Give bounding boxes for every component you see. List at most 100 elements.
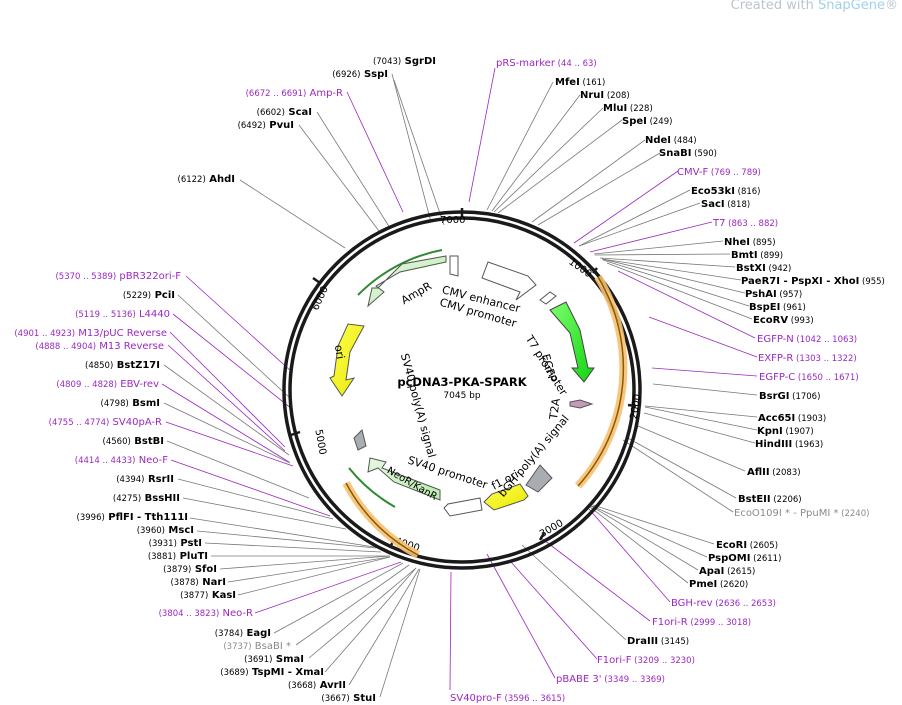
snapgene-watermark: Created with SnapGene® bbox=[731, 0, 898, 13]
map-label-msci[interactable]: (3960) MscI bbox=[137, 525, 194, 536]
map-label-draiii[interactable]: DraIII (3145) bbox=[627, 636, 689, 647]
map-label-m13-puc-reverse[interactable]: (4901 .. 4923) M13/pUC Reverse bbox=[14, 328, 167, 339]
map-label-pluti[interactable]: (3881) PluTI bbox=[148, 551, 208, 562]
map-label-eco53ki[interactable]: Eco53kI (816) bbox=[691, 186, 760, 197]
map-label-pspomi[interactable]: PspOMI (2611) bbox=[708, 553, 781, 564]
map-label-eagi[interactable]: (3784) EagI bbox=[215, 628, 271, 639]
sv40-promoter-arrow bbox=[443, 497, 483, 517]
map-label-acc65i[interactable]: Acc65I (1903) bbox=[758, 413, 826, 424]
egfp-arrow bbox=[549, 301, 595, 383]
map-label-ndei[interactable]: NdeI (484) bbox=[645, 135, 697, 146]
map-label-nhei[interactable]: NheI (895) bbox=[724, 237, 776, 248]
map-label-ebv-rev[interactable]: (4809 .. 4828) EBV-rev bbox=[56, 379, 159, 390]
map-label-sfoi[interactable]: (3879) SfoI bbox=[163, 564, 217, 575]
map-label-ecori[interactable]: EcoRI (2605) bbox=[716, 540, 778, 551]
ori-arrow bbox=[329, 323, 365, 397]
map-label-rsrii[interactable]: (4394) RsrII bbox=[116, 474, 174, 485]
map-label-bsshii[interactable]: (4275) BssHII bbox=[113, 493, 180, 504]
map-label-aflii[interactable]: AflII (2083) bbox=[747, 467, 801, 478]
watermark-suffix: ® bbox=[885, 0, 898, 13]
orange-arc-cds-inner bbox=[577, 276, 625, 487]
map-label-sv40pa-r[interactable]: (4755 .. 4774) SV40pA-R bbox=[49, 417, 162, 428]
cmv-enhancer-arrow bbox=[481, 261, 537, 301]
label-sv40-polya: SV40 poly(A) signal bbox=[398, 352, 438, 459]
map-label-stui[interactable]: (3667) StuI bbox=[321, 693, 376, 704]
map-label-neo-r[interactable]: (3804 .. 3823) Neo-R bbox=[159, 608, 253, 619]
map-label-paer7i-pspxi-xhoi[interactable]: PaeR7I - PspXI - XhoI (955) bbox=[741, 276, 885, 287]
map-label-pmei[interactable]: PmeI (2620) bbox=[689, 579, 748, 590]
ampr-arrow bbox=[367, 255, 447, 308]
map-label-pbr322ori-f[interactable]: (5370 .. 5389) pBR322ori-F bbox=[55, 271, 181, 282]
map-label-bstz17i[interactable]: (4850) BstZ17I bbox=[85, 360, 160, 371]
tick-label-5000: 5000 bbox=[312, 429, 327, 456]
map-label-ecorv[interactable]: EcoRV (993) bbox=[753, 315, 814, 326]
map-label-avrii[interactable]: (3668) AvrII bbox=[288, 680, 346, 691]
map-label-ahdi[interactable]: (6122) AhdI bbox=[178, 174, 235, 185]
green-arc-amp bbox=[357, 249, 443, 296]
map-label-bgh-rev[interactable]: BGH-rev (2636 .. 2653) bbox=[671, 598, 776, 609]
map-label-snabi[interactable]: SnaBI (590) bbox=[659, 148, 717, 159]
watermark-brand: SnapGene bbox=[817, 0, 885, 13]
map-label-nari[interactable]: (3878) NarI bbox=[170, 577, 226, 588]
tick-label-2000: 2000 bbox=[629, 393, 644, 420]
map-label-prs-marker[interactable]: pRS-marker (44 .. 63) bbox=[496, 58, 597, 69]
map-label-pcii[interactable]: (5229) PciI bbox=[123, 290, 175, 301]
tick-label-1000: 1000 bbox=[566, 257, 593, 281]
map-label-sv40pro-f[interactable]: SV40pro-F (3596 .. 3615) bbox=[450, 693, 565, 704]
map-label-scai[interactable]: (6602) ScaI bbox=[257, 107, 312, 118]
map-label-psti[interactable]: (3931) PstI bbox=[149, 538, 202, 549]
feature-arrows bbox=[329, 255, 595, 517]
map-label-f1ori-f[interactable]: F1ori-F (3209 .. 3230) bbox=[597, 655, 695, 666]
map-label-pflfi-tth111i[interactable]: (3996) PflFI - Tth111I bbox=[77, 512, 188, 523]
map-label-neo-f[interactable]: (4414 .. 4433) Neo-F bbox=[75, 455, 168, 466]
map-label-pbabe-3[interactable]: pBABE 3' (3349 .. 3369) bbox=[556, 674, 665, 685]
map-label-cmv-f[interactable]: CMV-F (769 .. 789) bbox=[677, 167, 761, 178]
map-label-smai[interactable]: (3691) SmaI bbox=[244, 654, 304, 665]
map-label-bspei[interactable]: BspEI (961) bbox=[749, 302, 806, 313]
map-label-exfp-r[interactable]: EXFP-R (1303 .. 1322) bbox=[758, 353, 857, 364]
leader-lines bbox=[161, 67, 758, 698]
map-label-bmti[interactable]: BmtI (899) bbox=[731, 250, 783, 261]
map-label-tspmi-xmai[interactable]: (3689) TspMI - XmaI bbox=[220, 667, 324, 678]
map-label-mlui[interactable]: MluI (228) bbox=[603, 103, 653, 114]
map-label-m13-reverse[interactable]: (4888 .. 4904) M13 Reverse bbox=[35, 341, 164, 352]
map-label-ecoo109i-ppumi[interactable]: EcoO109I * - PpuMI * (2240) bbox=[734, 508, 869, 519]
map-label-spei[interactable]: SpeI (249) bbox=[622, 116, 672, 127]
map-label-t7[interactable]: T7 (863 .. 882) bbox=[712, 218, 778, 229]
map-label-bsmi[interactable]: (4798) BsmI bbox=[101, 398, 160, 409]
map-label-hindiii[interactable]: HindIII (1963) bbox=[755, 439, 823, 450]
map-label-bsteii[interactable]: BstEII (2206) bbox=[738, 494, 802, 505]
map-label-kasi[interactable]: (3877) KasI bbox=[180, 590, 236, 601]
map-label-kpni[interactable]: KpnI (1907) bbox=[757, 426, 814, 437]
plasmid-length: 7045 bp bbox=[443, 391, 480, 401]
tick-label-7000: 7000 bbox=[440, 215, 465, 226]
label-ori: ori bbox=[332, 344, 347, 360]
map-label-egfp-n[interactable]: EGFP-N (1042 .. 1063) bbox=[757, 334, 857, 345]
map-label-sspi[interactable]: (6926) SspI bbox=[332, 69, 388, 80]
map-label-l4440[interactable]: (5119 .. 5136) L4440 bbox=[75, 309, 170, 320]
map-label-bstxi[interactable]: BstXI (942) bbox=[736, 263, 791, 274]
map-label-mfei[interactable]: MfeI (161) bbox=[555, 77, 605, 88]
map-label-f1ori-r[interactable]: F1ori-R (2999 .. 3018) bbox=[652, 617, 751, 628]
map-label-sgrdi[interactable]: (7043) SgrDI bbox=[373, 56, 436, 67]
map-label-bsabi[interactable]: (3737) BsaBI * bbox=[223, 641, 291, 652]
neor-kanr-arrow bbox=[367, 457, 441, 501]
tick-label-6000: 6000 bbox=[310, 285, 331, 313]
map-label-egfp-c[interactable]: EGFP-C (1650 .. 1671) bbox=[759, 372, 859, 383]
map-label-bstbi[interactable]: (4560) BstBI bbox=[103, 436, 164, 447]
map-label-saci[interactable]: SacI (818) bbox=[701, 199, 750, 210]
map-label-bsrgi[interactable]: BsrGI (1706) bbox=[759, 391, 820, 402]
label-t2a: T2A bbox=[547, 397, 563, 421]
green-arc-neo bbox=[348, 467, 396, 508]
map-label-apai[interactable]: ApaI (2615) bbox=[699, 566, 755, 577]
label-ampr: AmpR bbox=[399, 279, 434, 307]
amp-promoter-arrow bbox=[449, 255, 459, 277]
map-label-amp-r[interactable]: (6672 .. 6691) Amp-R bbox=[246, 88, 343, 99]
map-label-nrui[interactable]: NruI (208) bbox=[580, 90, 630, 101]
sv40-polya-box bbox=[353, 429, 367, 451]
map-label-pshai[interactable]: PshAI (957) bbox=[745, 289, 802, 300]
site-label-layer: (7043) SgrDI (6926) SspI (6672 .. 6691) Am… bbox=[14, 56, 885, 704]
f1-ori-arrow bbox=[483, 483, 529, 511]
map-label-pvui[interactable]: (6492) PvuI bbox=[238, 120, 294, 131]
